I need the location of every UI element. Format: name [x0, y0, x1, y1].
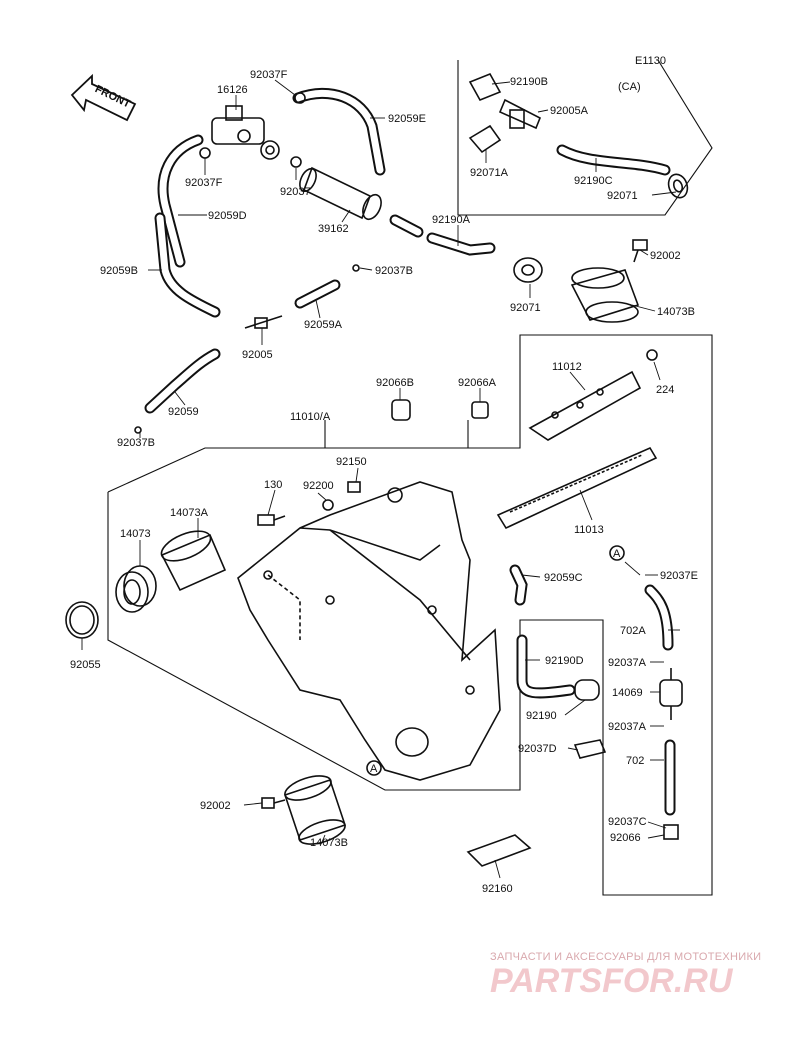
label-92200: 92200 [303, 480, 334, 492]
label-11012: 11012 [552, 361, 582, 373]
label-92002-b: 92002 [200, 800, 231, 812]
label-92037E: 92037E [660, 570, 698, 582]
label-92071-a: 92071 [607, 190, 638, 202]
ca-label: (CA) [618, 81, 641, 93]
label-92190: 92190 [526, 710, 557, 722]
bolt-130 [257, 514, 286, 526]
label-92059D: 92059D [208, 210, 247, 222]
label-14073B-a: 14073B [657, 306, 695, 318]
washer-92200 [322, 499, 334, 511]
label-92150: 92150 [336, 456, 367, 468]
label-92037D: 92037D [518, 743, 557, 755]
bolt-92002-top [632, 239, 648, 263]
caps [391, 399, 489, 421]
label-92037F-a: 92037F [250, 69, 288, 81]
label-92005A: 92005A [550, 105, 589, 117]
watermark-tagline: ЗАПЧАСТИ И АКСЕССУАРЫ ДЛЯ МОТОТЕХНИКИ [490, 951, 761, 963]
label-92055: 92055 [70, 659, 101, 671]
ring-92055 [65, 601, 99, 639]
airbox-11010A [237, 481, 501, 781]
label-92037: 92037 [280, 186, 311, 198]
label-14073: 14073 [120, 528, 151, 540]
label-92066B: 92066B [376, 377, 414, 389]
bolt-92002-bottom [261, 797, 286, 809]
label-92037B-b: 92037B [117, 437, 155, 449]
label-702: 702 [626, 755, 644, 767]
duct-14073 [115, 565, 157, 613]
label-92160: 92160 [482, 883, 513, 895]
diagram-code: E1130 [635, 55, 666, 67]
label-130: 130 [264, 479, 282, 491]
label-224: 224 [656, 384, 674, 396]
valve-16126 [211, 105, 280, 160]
hose-92059 [144, 348, 221, 414]
label-92190A: 92190A [432, 214, 471, 226]
label-92059B: 92059B [100, 265, 138, 277]
filter-14073B-top [570, 267, 640, 323]
label-14073B-b: 14073B [310, 837, 348, 849]
label-92059A: 92059A [304, 319, 343, 331]
label-11013: 11013 [574, 524, 604, 536]
pad-92160 [466, 834, 532, 867]
label-92037B-a: 92037B [375, 265, 413, 277]
leader-lines [81, 79, 680, 879]
label-702A: 702A [620, 625, 646, 637]
label-92059: 92059 [168, 406, 199, 418]
marker-a-1: A [613, 548, 621, 560]
label-92002-a: 92002 [650, 250, 681, 262]
canister-39162 [299, 166, 382, 221]
reference-markers: A A [366, 545, 625, 776]
joint-92190 [574, 679, 600, 701]
hose-92059D [157, 134, 204, 268]
label-16126: 16126 [217, 84, 248, 96]
label-92059E: 92059E [388, 113, 426, 125]
front-arrow: FRONT [70, 73, 137, 122]
label-92005: 92005 [242, 349, 273, 361]
label-92071A: 92071A [470, 167, 509, 179]
watermark-brand: PARTSFOR.RU [490, 962, 734, 1000]
screw-92150 [347, 481, 361, 493]
watermark: ЗАПЧАСТИ И АКСЕССУАРЫ ДЛЯ МОТОТЕХНИКИ PA… [490, 951, 761, 1000]
label-14073A: 14073A [170, 507, 209, 519]
label-92037A-a: 92037A [608, 657, 647, 669]
hose-92190D [516, 634, 576, 699]
hose-92190A [389, 214, 496, 256]
label-92037A-b: 92037A [608, 721, 647, 733]
label-11010A: 11010/A [290, 411, 331, 423]
label-92037F-b: 92037F [185, 177, 223, 189]
hose-702A [644, 584, 674, 651]
label-92066: 92066 [610, 832, 641, 844]
fitting-92005 [244, 315, 283, 329]
marker-a-2: A [370, 763, 378, 775]
filter-14073B-bottom [283, 775, 347, 845]
filter-14069 [659, 668, 683, 720]
grommet-92071 [513, 257, 543, 283]
clamp-92037D [573, 739, 607, 759]
hose-92059A [294, 279, 341, 309]
label-39162: 39162 [318, 223, 349, 235]
duct-14073A [160, 530, 227, 592]
plug-92066 [663, 824, 679, 840]
hose-92059E [292, 87, 386, 176]
label-14069: 14069 [612, 687, 643, 699]
label-92190B: 92190B [510, 76, 548, 88]
bracket-11012 [528, 349, 658, 441]
label-92037C: 92037C [608, 816, 647, 828]
label-92190C: 92190C [574, 175, 613, 187]
element-11013 [496, 446, 658, 530]
label-92066A: 92066A [458, 377, 497, 389]
part-labels: 92037F 16126 92059E 92037F 92037 92059D … [70, 69, 698, 895]
assembly-frames [107, 59, 713, 896]
elbow-92059C [509, 564, 528, 606]
hose-92059B [154, 212, 221, 318]
label-92059C: 92059C [544, 572, 583, 584]
label-92190D: 92190D [545, 655, 584, 667]
label-92071-b: 92071 [510, 302, 541, 314]
ca-parts [468, 72, 689, 199]
